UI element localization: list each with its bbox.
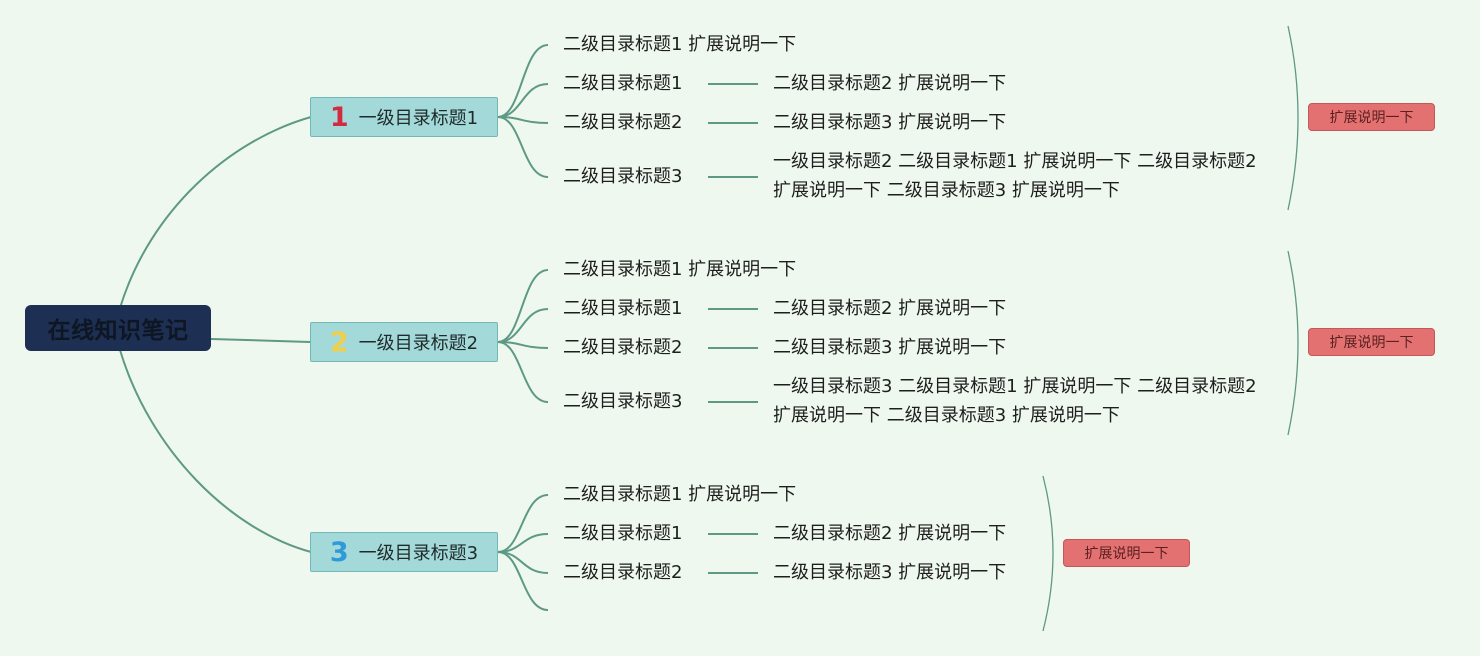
subtopic-b1-3[interactable]: 二级目录标题2	[563, 112, 683, 133]
subtopic-b3-2[interactable]: 二级目录标题1	[563, 523, 683, 544]
subtopic-b2-3-child[interactable]: 二级目录标题3 扩展说明一下	[773, 337, 1007, 358]
subtopic-b3-3[interactable]: 二级目录标题2	[563, 562, 683, 583]
subtopic-b2-4[interactable]: 二级目录标题3	[563, 391, 683, 412]
connector-b1-c1	[497, 44, 549, 118]
topic-level1-1[interactable]: 1 一级目录标题1	[310, 97, 498, 137]
summary-note-2[interactable]: 扩展说明一下	[1308, 328, 1435, 356]
topic-label: 一级目录标题2	[358, 333, 479, 354]
connector-b2-c1	[497, 269, 549, 343]
summary-note-1[interactable]: 扩展说明一下	[1308, 103, 1435, 131]
connector-root-branch2	[210, 338, 312, 343]
subtopic-b1-2-child[interactable]: 二级目录标题2 扩展说明一下	[773, 73, 1007, 94]
topic-level1-3[interactable]: 3 一级目录标题3	[310, 532, 498, 572]
summary-bracket-2	[1287, 250, 1299, 436]
subtopic-b3-3-child[interactable]: 二级目录标题3 扩展说明一下	[773, 562, 1007, 583]
subtopic-b3-2-child[interactable]: 二级目录标题2 扩展说明一下	[773, 523, 1007, 544]
summary-bracket-3	[1042, 475, 1054, 632]
subtopic-b1-3-child[interactable]: 二级目录标题3 扩展说明一下	[773, 112, 1007, 133]
connector-b3-c2	[497, 533, 549, 553]
subtopic-b2-2-child[interactable]: 二级目录标题2 扩展说明一下	[773, 298, 1007, 319]
subtopic-b1-4[interactable]: 二级目录标题3	[563, 166, 683, 187]
subtopic-b3-1[interactable]: 二级目录标题1 扩展说明一下	[563, 484, 797, 505]
subtopic-b2-1[interactable]: 二级目录标题1 扩展说明一下	[563, 259, 797, 280]
connector-b1-c2	[497, 83, 549, 118]
topic-label: 一级目录标题3	[358, 543, 479, 564]
subtopic-b2-2[interactable]: 二级目录标题1	[563, 298, 683, 319]
number-3-icon: 3	[329, 536, 349, 568]
connector-b3-c4	[497, 551, 549, 611]
subtopic-b2-4-child[interactable]: 一级目录标题3 二级目录标题1 扩展说明一下 二级目录标题2 扩展说明一下 二级…	[773, 376, 1257, 426]
summary-bracket-1	[1287, 25, 1299, 211]
connector-b3-c1	[497, 494, 549, 553]
subtopic-b1-4-child[interactable]: 一级目录标题2 二级目录标题1 扩展说明一下 二级目录标题2 扩展说明一下 二级…	[773, 151, 1257, 201]
connector-root-branch1	[119, 116, 312, 309]
root-topic[interactable]: 在线知识笔记	[25, 305, 211, 351]
connector-b2-c2	[497, 308, 549, 343]
number-2-icon: 2	[329, 326, 349, 358]
connector-b2-c4	[497, 341, 549, 403]
subtopic-b1-2[interactable]: 二级目录标题1	[563, 73, 683, 94]
subtopic-b2-3[interactable]: 二级目录标题2	[563, 337, 683, 358]
topic-level1-2[interactable]: 2 一级目录标题2	[310, 322, 498, 362]
connector-b1-c4	[497, 116, 549, 178]
topic-label: 一级目录标题1	[358, 108, 479, 129]
summary-note-3[interactable]: 扩展说明一下	[1063, 539, 1190, 567]
subtopic-b1-1[interactable]: 二级目录标题1 扩展说明一下	[563, 34, 797, 55]
number-1-icon: 1	[329, 101, 349, 133]
connector-root-branch3	[119, 349, 312, 553]
